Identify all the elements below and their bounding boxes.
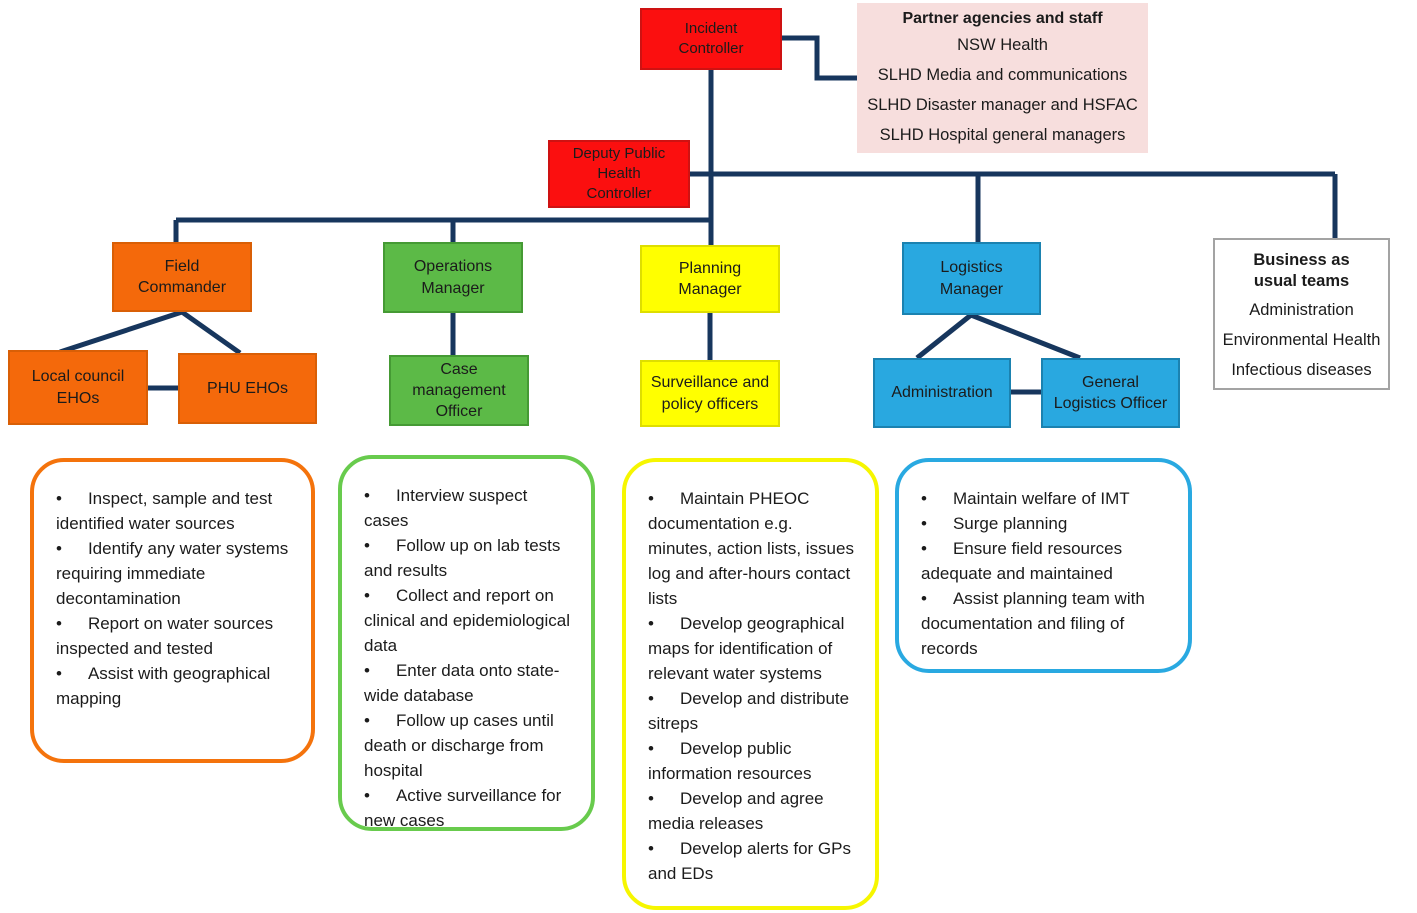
connector-logistics-to-administration bbox=[915, 313, 973, 360]
planning-tasks-list: Maintain PHEOC documentation e.g. minute… bbox=[622, 458, 879, 910]
task-item: Develop alerts for GPs and EDs bbox=[648, 836, 859, 886]
task-item: Report on water sources inspected and te… bbox=[56, 611, 295, 661]
task-item: Surge planning bbox=[921, 511, 1172, 536]
task-item: Maintain PHEOC documentation e.g. minute… bbox=[648, 486, 859, 611]
planning-manager-node: Planning Manager bbox=[640, 245, 780, 313]
operations-manager-node: Operations Manager bbox=[383, 242, 523, 313]
partner-agencies-title: Partner agencies and staff bbox=[902, 10, 1103, 27]
task-item: Follow up cases until death or discharge… bbox=[364, 708, 575, 783]
connector-logistics-to-glo bbox=[970, 312, 1081, 361]
operations-tasks-list: Interview suspect cases Follow up on lab… bbox=[338, 455, 595, 831]
general-logistics-officer-node: General Logistics Officer bbox=[1041, 358, 1180, 428]
partner-agencies-panel: Partner agencies and staff NSW Health SL… bbox=[857, 3, 1148, 153]
task-item: Maintain welfare of IMT bbox=[921, 486, 1172, 511]
local-council-ehos-node: Local council EHOs bbox=[8, 350, 148, 425]
partner-agency-item: SLHD Hospital general managers bbox=[879, 126, 1126, 144]
connector-field-to-phu bbox=[180, 309, 242, 356]
administration-node: Administration bbox=[873, 358, 1011, 428]
task-item: Develop and distribute sitreps bbox=[648, 686, 859, 736]
task-item: Ensure field resources adequate and main… bbox=[921, 536, 1172, 586]
partner-agency-item: NSW Health bbox=[957, 36, 1048, 54]
task-item: Develop public information resources bbox=[648, 736, 859, 786]
partner-agency-item: SLHD Disaster manager and HSFAC bbox=[867, 96, 1138, 114]
deputy-public-health-controller-node: Deputy Public Health Controller bbox=[548, 140, 690, 208]
task-item: Assist planning team with documentation … bbox=[921, 586, 1172, 661]
business-as-usual-panel: Business as usual teams Administration E… bbox=[1213, 238, 1390, 390]
business-team-item: Administration bbox=[1249, 301, 1354, 320]
business-as-usual-title: Business as usual teams bbox=[1253, 251, 1350, 290]
field-commander-node: Field Commander bbox=[112, 242, 252, 312]
connector-field-to-local-council bbox=[59, 309, 183, 355]
logistics-tasks-list: Maintain welfare of IMT Surge planning E… bbox=[895, 458, 1192, 673]
business-team-item: Infectious diseases bbox=[1231, 361, 1372, 380]
logistics-manager-node: Logistics Manager bbox=[902, 242, 1041, 315]
partner-agency-item: SLHD Media and communications bbox=[877, 66, 1128, 84]
task-item: Assist with geographical mapping bbox=[56, 661, 295, 711]
task-item: Follow up on lab tests and results bbox=[364, 533, 575, 583]
phu-ehos-node: PHU EHOs bbox=[178, 353, 317, 424]
business-team-item: Environmental Health bbox=[1222, 331, 1381, 350]
incident-controller-node: Incident Controller bbox=[640, 8, 782, 70]
field-tasks-list: Inspect, sample and test identified wate… bbox=[30, 458, 315, 763]
task-item: Identify any water systems requiring imm… bbox=[56, 536, 295, 611]
task-item: Active surveillance for new cases bbox=[364, 783, 575, 833]
task-item: Enter data onto state-wide database bbox=[364, 658, 575, 708]
surveillance-policy-officers-node: Surveillance and policy officers bbox=[640, 360, 780, 427]
task-item: Collect and report on clinical and epide… bbox=[364, 583, 575, 658]
case-management-officer-node: Case management Officer bbox=[389, 355, 529, 426]
connector-incident-to-partner bbox=[779, 35, 857, 81]
task-item: Develop geographical maps for identifica… bbox=[648, 611, 859, 686]
task-item: Interview suspect cases bbox=[364, 483, 575, 533]
task-item: Develop and agree media releases bbox=[648, 786, 859, 836]
task-item: Inspect, sample and test identified wate… bbox=[56, 486, 295, 536]
